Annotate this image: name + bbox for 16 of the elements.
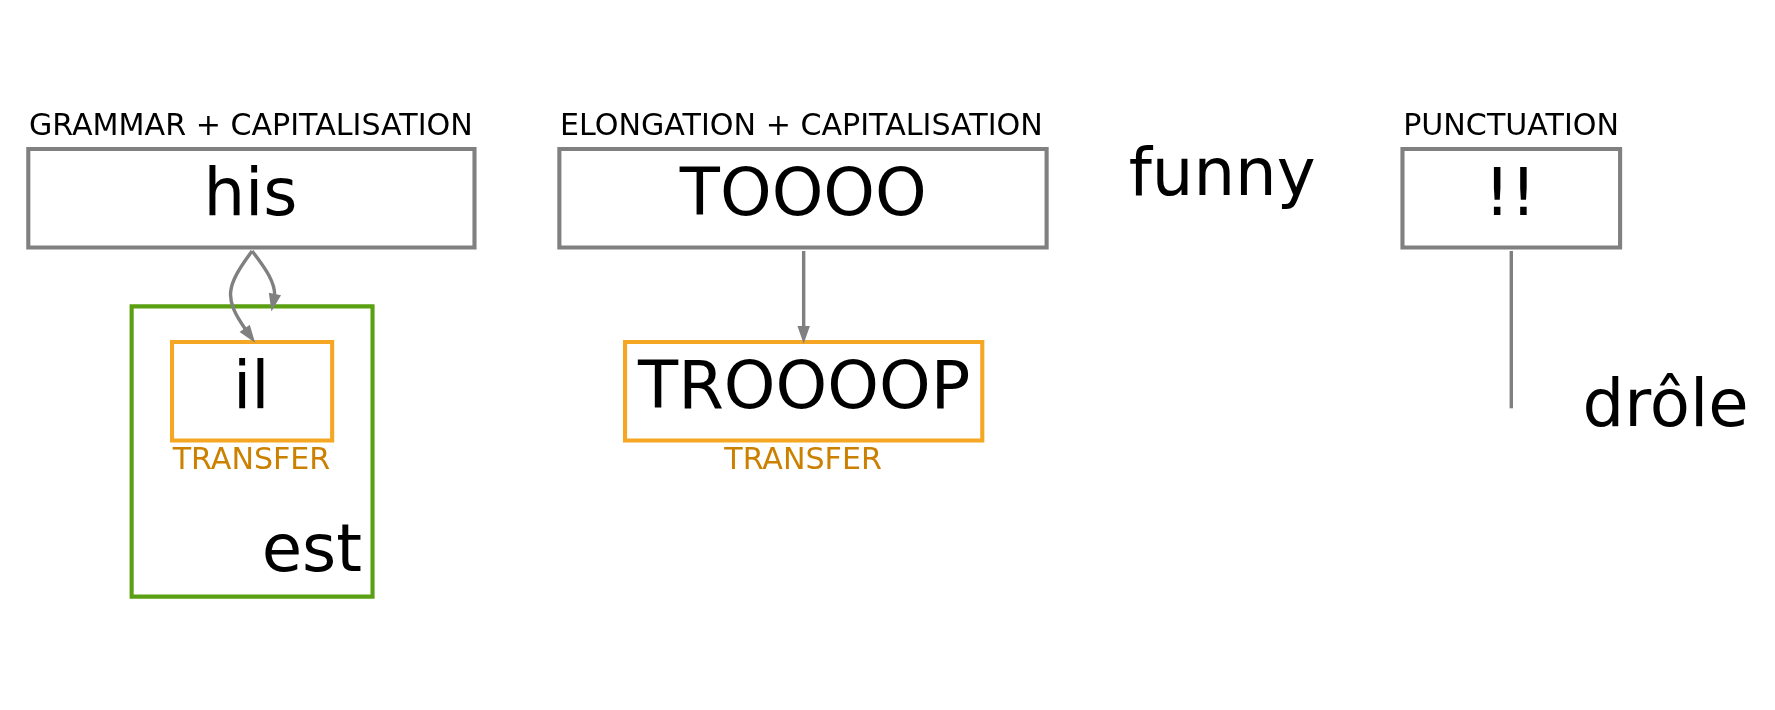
node-box: TROOOOP <box>623 339 985 443</box>
node-box: !! <box>1400 146 1623 250</box>
node-label: GRAMMAR + CAPITALISATION <box>28 107 473 143</box>
connector <box>1509 251 1513 409</box>
arrow <box>228 249 256 343</box>
arrow <box>797 251 810 344</box>
node-label: PUNCTUATION <box>1403 107 1620 143</box>
node-label: TRANSFER <box>172 441 331 477</box>
node-box: TOOOO <box>557 146 1049 250</box>
node-box: his <box>26 146 477 250</box>
node-label: ELONGATION + CAPITALISATION <box>560 107 1043 143</box>
node-box: il <box>169 339 335 443</box>
label: funny <box>1128 133 1316 210</box>
arrow <box>250 249 282 312</box>
node-label: TRANSFER <box>724 441 882 477</box>
label: drôle <box>1582 365 1749 442</box>
